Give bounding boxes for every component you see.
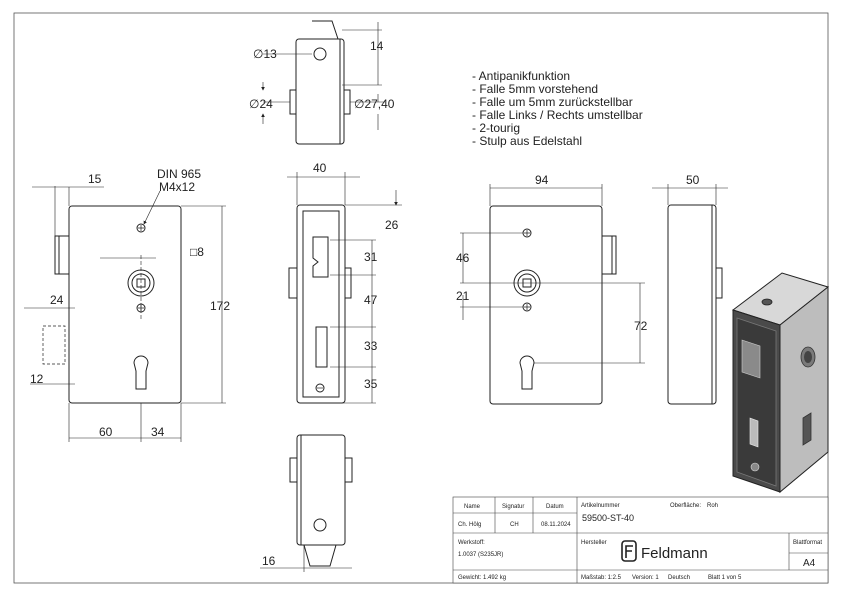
note-3: - Falle um 5mm zurückstellbar — [472, 95, 633, 109]
maker-name: Feldmann — [641, 545, 708, 562]
dim-15: 15 — [88, 172, 102, 186]
note-6: - Stulp aus Edelstahl — [472, 134, 582, 148]
dim-16: 16 — [262, 554, 276, 568]
feature-notes: - Antipanikfunktion - Falle 5mm vorstehe… — [472, 69, 643, 148]
dim-21: 21 — [456, 289, 470, 303]
dim-40: 40 — [313, 161, 327, 175]
tb-scale: Maßstab: 1:2.5 — [581, 575, 622, 581]
dim-dia-13: ∅13 — [253, 47, 277, 61]
tb-header-material: Werkstoff: — [458, 540, 485, 546]
dim-94: 94 — [535, 173, 549, 187]
tb-header-date: Datum — [546, 504, 564, 510]
dim-14: 14 — [370, 39, 384, 53]
dim-50: 50 — [686, 173, 700, 187]
dim-26: 26 — [385, 218, 399, 232]
tb-name-value: Ch. Hölg — [458, 522, 481, 528]
tb-article-number: 59500-ST-40 — [582, 513, 634, 523]
front-view — [24, 186, 226, 442]
dim-47: 47 — [364, 293, 378, 307]
title-block — [452, 496, 829, 584]
feldmann-logo: Feldmann — [621, 540, 708, 562]
tb-weight: Gewicht: 1.492 kg — [458, 575, 506, 581]
tb-language: Deutsch — [668, 575, 690, 581]
tb-surface-value: Roh — [707, 503, 718, 509]
note-1: - Antipanikfunktion — [472, 69, 570, 83]
tb-date-value: 08.11.2024 — [541, 522, 571, 528]
tb-header-surface: Oberfläche: — [670, 503, 701, 509]
dim-m4x12: M4x12 — [159, 180, 195, 194]
dim-72: 72 — [634, 319, 648, 333]
note-4: - Falle Links / Rechts umstellbar — [472, 108, 643, 122]
tb-sheet: Blatt 1 von 5 — [708, 575, 742, 581]
dim-35: 35 — [364, 377, 378, 391]
dim-dia-24: ∅24 — [249, 97, 273, 111]
tb-header-name: Name — [464, 504, 481, 510]
tb-header-maker: Hersteller — [581, 540, 607, 546]
dim-172: 172 — [210, 299, 230, 313]
side-view — [287, 172, 402, 404]
dim-square-8: □8 — [190, 245, 204, 259]
tb-sign-value: CH — [510, 522, 519, 528]
right-side-view — [652, 184, 728, 405]
title-block-text: Name Signatur Datum Artikelnummer Oberfl… — [458, 503, 822, 581]
back-view — [460, 184, 645, 405]
tb-material-value: 1.0037 (S235JR) — [458, 552, 503, 558]
dim-31: 31 — [364, 250, 378, 264]
dim-46: 46 — [456, 251, 470, 265]
dim-12: 12 — [30, 372, 44, 386]
dim-dia-27-40: ∅27,40 — [354, 97, 395, 111]
top-view — [261, 20, 385, 145]
dim-24: 24 — [50, 293, 64, 307]
dim-60: 60 — [99, 425, 113, 439]
tb-format-value: A4 — [803, 558, 816, 569]
tb-header-format: Blattformat — [793, 540, 822, 546]
bottom-view — [260, 434, 353, 572]
dim-34: 34 — [151, 425, 165, 439]
note-2: - Falle 5mm vorstehend — [472, 82, 598, 96]
tb-header-article: Artikelnummer — [581, 503, 620, 509]
tb-header-signature: Signatur — [502, 504, 524, 510]
note-5: - 2-tourig — [472, 121, 520, 135]
tb-version: Version: 1 — [632, 575, 659, 581]
dim-33: 33 — [364, 339, 378, 353]
dim-din-965: DIN 965 — [157, 167, 201, 181]
isometric-view — [731, 272, 830, 494]
